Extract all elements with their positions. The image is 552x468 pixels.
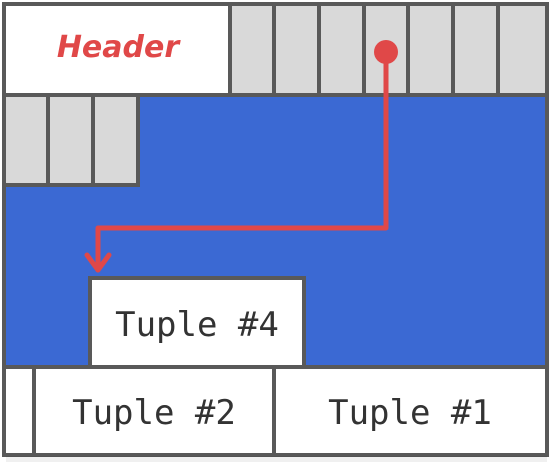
- grid-lines: [2, 2, 549, 457]
- pointer-path: [95, 49, 389, 273]
- page-shadow: [6, 456, 547, 462]
- tuple-2-box: [34, 367, 274, 455]
- slot-array-top: [230, 4, 547, 95]
- header-box: [4, 4, 230, 95]
- tuple-4-box: [90, 278, 304, 367]
- slot-8: [4, 95, 48, 185]
- slot-5: [408, 4, 453, 95]
- tuple-1-label: Tuple #1: [328, 393, 492, 433]
- slot-7: [498, 4, 547, 95]
- tuple-partial: [4, 367, 34, 455]
- tuple-1-box: [274, 367, 547, 455]
- slot-2: [274, 4, 319, 95]
- arrowhead-icon: [84, 252, 112, 273]
- tuple-2-label: Tuple #2: [72, 393, 236, 433]
- slot-6: [453, 4, 498, 95]
- tuple-4-label: Tuple #4: [115, 305, 279, 345]
- slot-array-second-row: [4, 95, 138, 185]
- header-label: Header: [57, 30, 182, 65]
- pointer-origin-dot: [374, 40, 398, 64]
- slot-3: [319, 4, 364, 95]
- slot-9: [48, 95, 93, 185]
- slot-pointer-arrow: [84, 49, 389, 273]
- slot-1: [230, 4, 274, 95]
- slot-10: [93, 95, 138, 185]
